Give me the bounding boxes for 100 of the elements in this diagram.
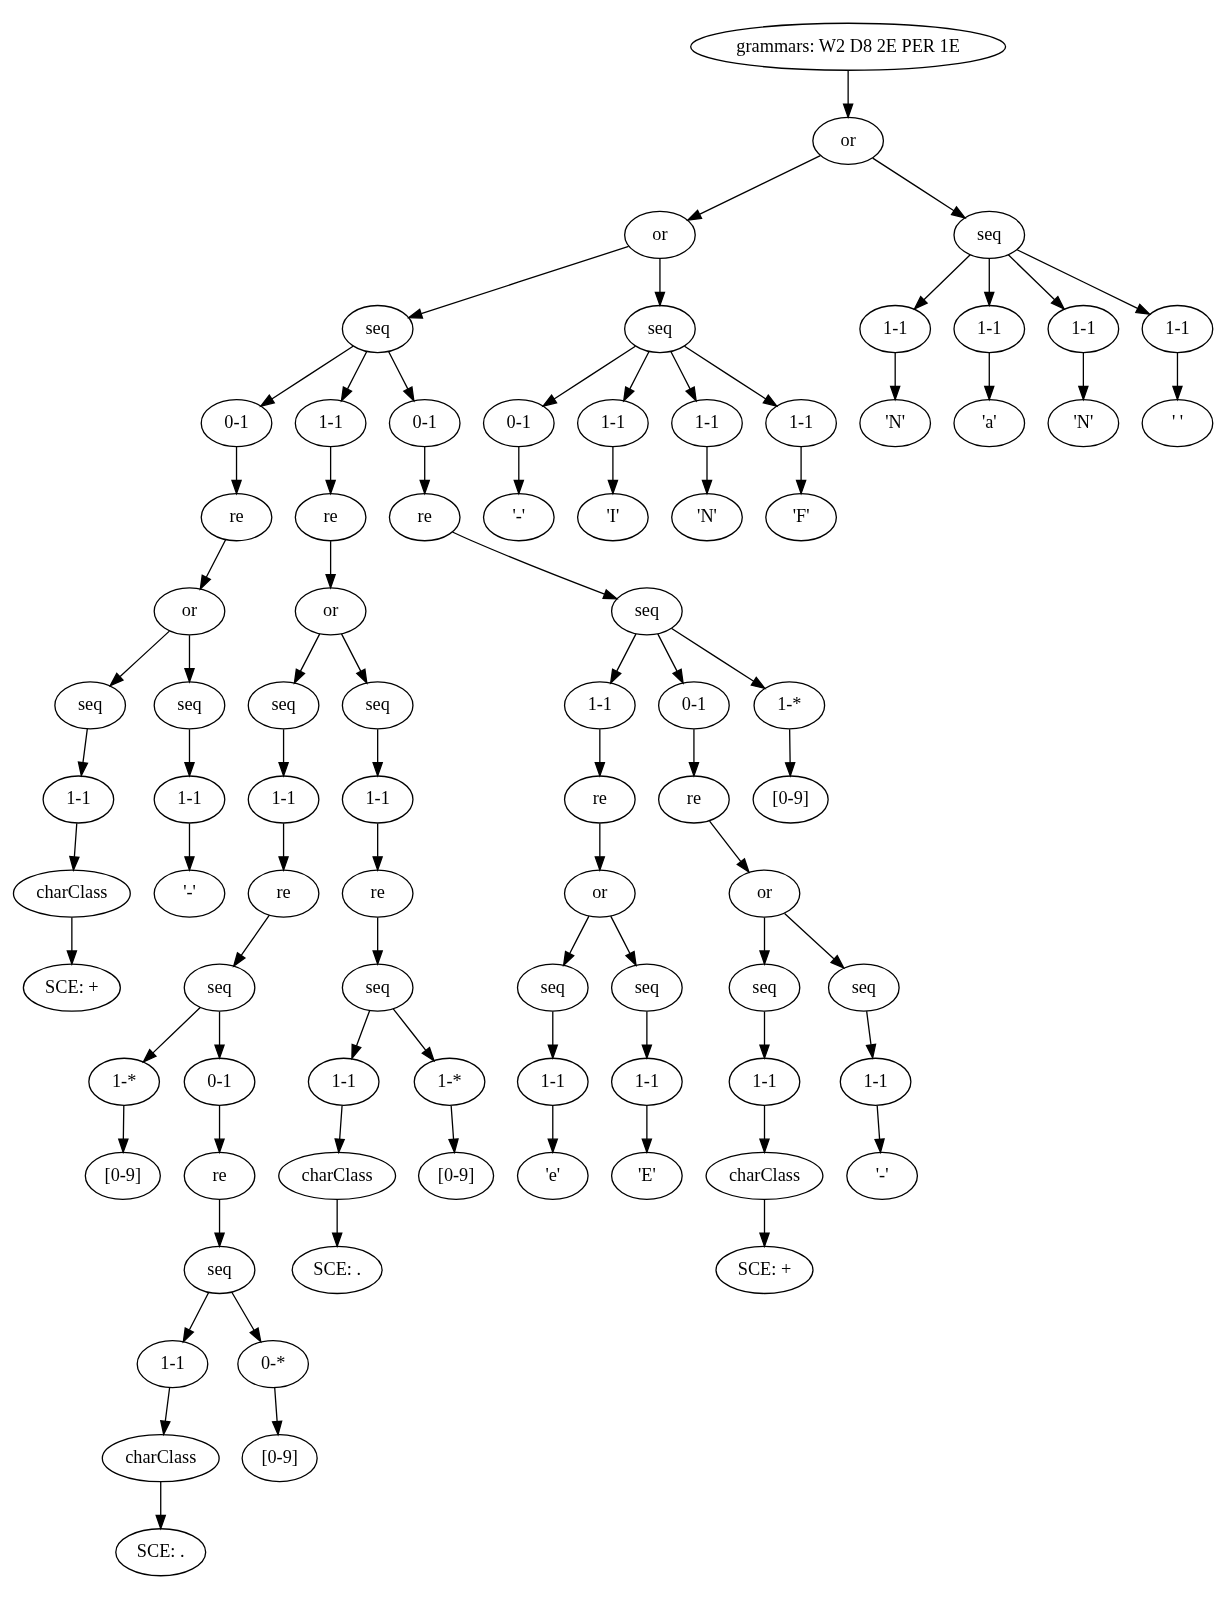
node-ellipse: 1-1 [247, 775, 320, 824]
node-ellipse: 'e' [516, 1151, 589, 1201]
node-ellipse: grammars: W2 D8 2E PER 1E [690, 22, 1007, 71]
arrow [607, 446, 619, 496]
node-ellipse: re [563, 775, 636, 824]
arrow [783, 912, 846, 970]
node-ellipse: seq [516, 963, 589, 1012]
node-ellipse: 1-1 [307, 1057, 380, 1106]
node-ellipse: 1-* [88, 1057, 161, 1106]
node-ellipse: charClass [101, 1433, 220, 1483]
arrow [340, 633, 368, 685]
arrow [701, 446, 713, 496]
arrow [889, 352, 901, 402]
arrow [759, 916, 770, 966]
node-ellipse: seq [341, 963, 414, 1012]
node-ellipse: 0-1 [388, 398, 461, 448]
node-ellipse: seq [153, 681, 226, 730]
node-ellipse: 1-1 [294, 398, 367, 448]
node-ellipse: SCE: . [115, 1528, 207, 1577]
node-ellipse: or [294, 587, 367, 636]
node-ellipse: 1-1 [1141, 304, 1214, 354]
arrow [913, 254, 971, 311]
arrow [372, 916, 384, 966]
arrow [708, 820, 751, 874]
node-ellipse: [0-9] [84, 1151, 161, 1201]
node-ellipse: 'N' [671, 493, 743, 542]
node-ellipse: SCE: + [715, 1245, 814, 1295]
node-ellipse: 1-1 [728, 1057, 801, 1106]
arrow [159, 1386, 171, 1437]
arrow [657, 633, 684, 685]
arrow [1171, 352, 1183, 402]
arrow [683, 345, 779, 408]
arrow [842, 70, 854, 120]
arrow [392, 1008, 436, 1063]
arrow [231, 446, 243, 496]
node-ellipse: re [247, 869, 320, 918]
node-ellipse: [0-9] [241, 1433, 318, 1483]
node-ellipse: 1-1 [341, 775, 414, 824]
arrow [686, 155, 822, 221]
arrow [594, 822, 606, 872]
arrow [325, 540, 337, 590]
node-ellipse: 'I' [576, 493, 649, 542]
arrow [331, 1199, 343, 1249]
node-ellipse: or [153, 587, 226, 636]
arrow [155, 1481, 167, 1531]
node-ellipse: 1-1 [42, 775, 115, 824]
node-ellipse: 'a' [953, 398, 1026, 448]
node-ellipse: 1-* [753, 681, 826, 730]
arrow [66, 916, 78, 966]
node-ellipse: 1-1 [563, 681, 636, 730]
arrow [351, 1010, 371, 1061]
arrow [759, 1105, 770, 1155]
arrow [547, 1105, 559, 1155]
node-ellipse: 0-1 [482, 398, 555, 448]
node-ellipse: seq [953, 210, 1026, 260]
arrow [671, 627, 767, 690]
arrow [983, 258, 995, 308]
node-ellipse: [0-9] [752, 775, 829, 824]
arrow [594, 728, 606, 778]
arrow [795, 446, 807, 496]
node-ellipse: [0-9] [417, 1151, 495, 1201]
node-ellipse: 0-1 [658, 681, 730, 730]
arrow [610, 915, 637, 968]
node-ellipse: 0-* [237, 1339, 310, 1389]
arrow [983, 352, 995, 402]
node-ellipse: or [812, 116, 885, 166]
arrow [609, 633, 637, 685]
node-ellipse: re [341, 869, 414, 918]
arrow [641, 1010, 653, 1061]
node-ellipse: re [200, 493, 273, 542]
arrow [278, 728, 290, 778]
arrow [184, 634, 195, 684]
arrow [232, 914, 270, 968]
arrow [654, 258, 666, 308]
arrow [872, 157, 967, 219]
arrow [372, 728, 384, 778]
node-ellipse: seq [610, 587, 683, 636]
node-ellipse: 1-1 [765, 398, 838, 448]
node-ellipse: or [624, 210, 696, 260]
arrow [541, 345, 636, 408]
node-ellipse: re [388, 493, 461, 542]
node-ellipse: 1-1 [153, 775, 226, 824]
arrow [214, 1105, 226, 1155]
arrow [334, 1105, 346, 1155]
node-ellipse: or [563, 869, 636, 918]
arrow [141, 1006, 201, 1064]
arrow [325, 446, 337, 496]
node-ellipse: ' ' [1141, 398, 1214, 448]
arrow [214, 1010, 226, 1061]
node-ellipse: re [658, 775, 730, 824]
node-ellipse: 1-1 [136, 1339, 209, 1389]
arrow [1007, 254, 1066, 311]
arrow [117, 1105, 129, 1155]
arrow [184, 728, 195, 778]
arrow [199, 539, 227, 591]
node-ellipse: 0-1 [183, 1057, 256, 1106]
arrow [387, 350, 415, 403]
arrow [184, 822, 195, 872]
node-ellipse: 1-1 [576, 398, 649, 448]
node-ellipse: 1-1 [859, 304, 932, 354]
